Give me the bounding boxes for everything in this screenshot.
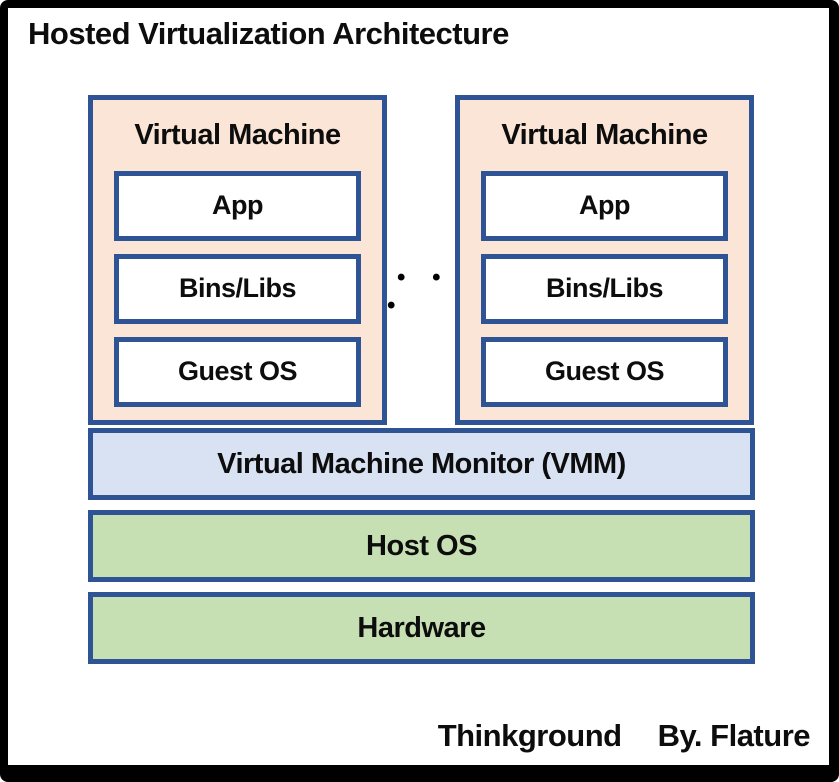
ellipsis-separator: • • • — [387, 264, 451, 319]
virtual-machine-box-1: Virtual Machine App Bins/Libs Guest OS — [88, 95, 387, 425]
host-os-layer-box: Host OS — [88, 510, 755, 582]
vm2-layer-app: App — [481, 170, 728, 241]
footer: Thinkground By. Flature — [437, 718, 811, 754]
virtual-machine-box-2: Virtual Machine App Bins/Libs Guest OS — [455, 95, 754, 425]
vm2-layer-bins-libs: Bins/Libs — [481, 253, 728, 324]
vm2-layer-guest-os: Guest OS — [481, 336, 728, 408]
vm-title: Virtual Machine — [134, 118, 341, 151]
vm-title: Virtual Machine — [501, 118, 708, 151]
footer-brand: Thinkground — [437, 718, 622, 753]
footer-credit: By. Flature — [657, 718, 811, 753]
vmm-layer-box: Virtual Machine Monitor (VMM) — [88, 428, 755, 500]
vm1-layer-app: App — [114, 170, 361, 241]
page-title: Hosted Virtualization Architecture — [28, 16, 509, 51]
vm1-layer-bins-libs: Bins/Libs — [114, 253, 361, 324]
hardware-layer-box: Hardware — [88, 592, 755, 664]
vm1-layer-guest-os: Guest OS — [114, 336, 361, 408]
